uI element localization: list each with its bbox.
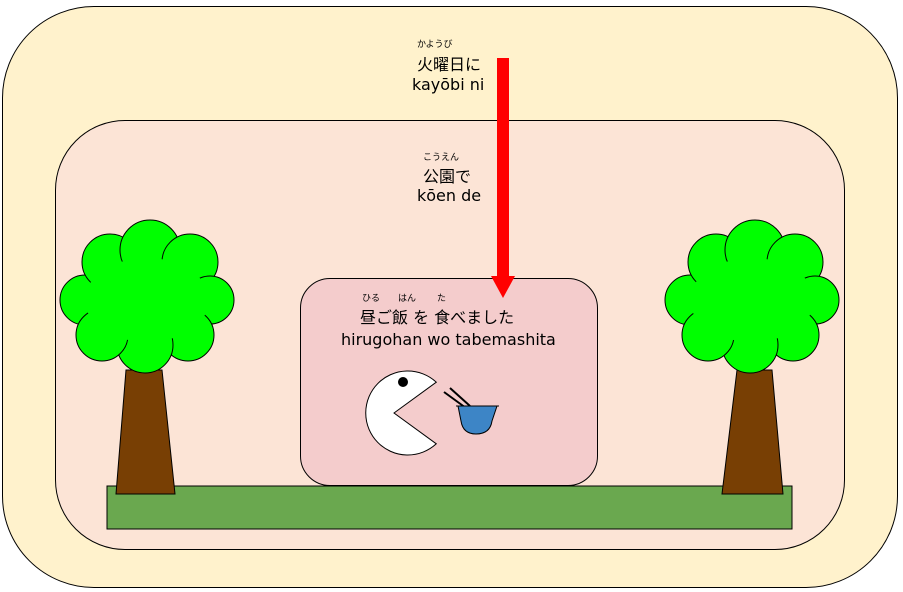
scope-arrow-icon: [491, 58, 515, 298]
time-furigana: かようび: [417, 40, 453, 50]
action-romaji: hirugohan wo tabemashita: [341, 330, 556, 349]
rice-bowl-with-chopsticks-icon: [443, 387, 499, 435]
action-furigana-han: はん: [398, 294, 417, 304]
action-japanese: 昼ご飯 を 食べました: [360, 308, 515, 327]
action-furigana-hiru: ひる: [362, 294, 381, 304]
place-japanese: 公園で: [423, 167, 472, 186]
time-romaji: kayōbi ni: [412, 75, 485, 94]
action-furigana-ta: た: [437, 294, 447, 304]
right-tree-icon: [664, 219, 840, 495]
place-furigana: こうえん: [423, 153, 460, 163]
pacman-eating-icon: [365, 370, 438, 456]
action-frame-box: [300, 278, 598, 486]
place-romaji: kōen de: [417, 186, 482, 205]
left-tree-icon: [59, 219, 235, 495]
grass-ground: [106, 485, 793, 530]
time-japanese: 火曜日に: [417, 55, 482, 74]
